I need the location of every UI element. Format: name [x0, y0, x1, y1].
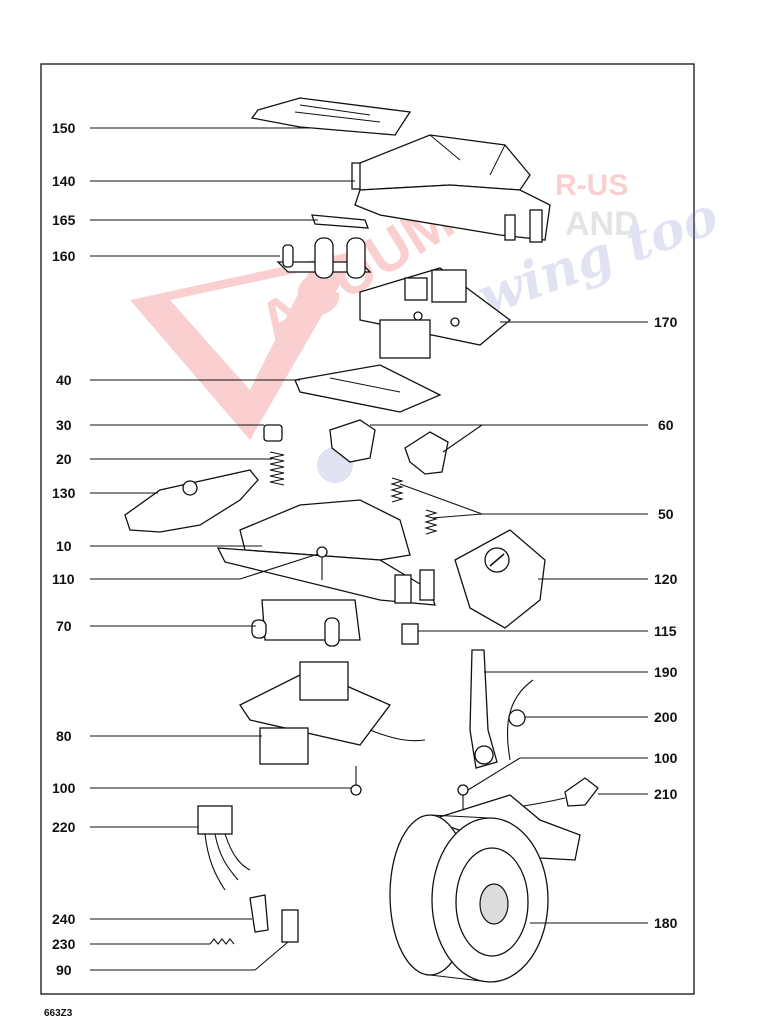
callout-165-label: 165	[52, 212, 76, 228]
part-190-lever	[469, 649, 498, 769]
document-number: 663Z3	[44, 1008, 73, 1019]
callout-190-label: 190	[654, 664, 678, 680]
callout-90: 90	[56, 941, 289, 978]
callout-30: 30	[56, 417, 264, 433]
callout-110: 110	[52, 553, 319, 587]
callout-210-label: 210	[654, 786, 678, 802]
part-200-grommet	[506, 679, 534, 761]
callout-220-label: 220	[52, 819, 76, 835]
callout-10: 10	[56, 538, 262, 554]
callout-170: 170	[500, 314, 678, 330]
callout-160-label: 160	[52, 248, 76, 264]
part-170-pcb	[359, 267, 512, 359]
part-20-spring	[269, 451, 285, 486]
callout-20: 20	[56, 451, 272, 467]
callout-240-label: 240	[52, 911, 76, 927]
callout-150-label: 150	[52, 120, 76, 136]
part-30-button	[263, 424, 283, 442]
callout-130: 130	[52, 485, 158, 501]
part-10-chassis	[216, 499, 436, 606]
part-240-bracket	[249, 894, 269, 933]
part-165-bar	[311, 214, 369, 229]
callout-120-label: 120	[654, 571, 678, 587]
diagram-frame	[40, 63, 695, 995]
part-110-screw	[316, 546, 328, 580]
callout-240: 240	[52, 911, 252, 927]
part-70-switch-bar	[251, 599, 361, 647]
callout-190: 190	[484, 664, 678, 680]
callout-140-label: 140	[52, 173, 76, 189]
callout-100-left: 100	[52, 780, 351, 796]
callout-100-right: 100	[467, 750, 678, 791]
callout-70: 70	[56, 618, 256, 634]
callout-20-label: 20	[56, 451, 72, 467]
part-50-springs	[390, 477, 438, 535]
callout-60-label: 60	[658, 417, 674, 433]
callout-160: 160	[52, 248, 280, 264]
part-230-spring	[209, 938, 235, 945]
callout-50-label: 50	[658, 506, 674, 522]
part-115-micro-switch	[401, 623, 419, 645]
callout-50: 50	[399, 483, 674, 522]
callout-100-left-label: 100	[52, 780, 76, 796]
callout-140: 140	[52, 173, 355, 189]
callout-230-label: 230	[52, 936, 76, 952]
part-80-pcb	[239, 661, 426, 765]
part-140-top-housing	[351, 134, 551, 243]
part-40-panel	[294, 364, 442, 413]
callout-150: 150	[52, 120, 315, 136]
callout-115: 115	[418, 623, 677, 639]
part-130-cover	[124, 469, 259, 533]
callout-200-label: 200	[654, 709, 678, 725]
callout-80: 80	[56, 728, 262, 744]
callout-10-label: 10	[56, 538, 72, 554]
watermark-rus: R-US	[555, 169, 628, 202]
callout-100-right-label: 100	[654, 750, 678, 766]
callout-210: 210	[598, 786, 678, 802]
part-100-screws	[350, 766, 469, 810]
callout-80-label: 80	[56, 728, 72, 744]
callout-115-label: 115	[654, 623, 677, 639]
callout-60: 60	[370, 417, 674, 453]
part-150-label-plate	[250, 97, 412, 136]
part-120-switch-cover	[454, 529, 546, 629]
callout-110-label: 110	[52, 571, 75, 587]
callout-200: 200	[525, 709, 678, 725]
callout-230: 230	[52, 936, 210, 952]
part-160-switch-block	[276, 237, 372, 279]
watermark-v-mark	[130, 250, 360, 440]
callout-90-label: 90	[56, 962, 72, 978]
callout-170-label: 170	[654, 314, 678, 330]
callout-40: 40	[56, 372, 300, 388]
callout-130-label: 130	[52, 485, 76, 501]
watermark-and: AND	[565, 205, 639, 243]
callout-40-label: 40	[56, 372, 72, 388]
part-90-switch	[281, 909, 299, 943]
callout-120: 120	[538, 571, 678, 587]
part-60-caps	[329, 419, 449, 475]
callout-70-label: 70	[56, 618, 72, 634]
callout-220: 220	[52, 819, 198, 835]
callout-165: 165	[52, 212, 318, 228]
callout-30-label: 30	[56, 417, 72, 433]
part-220-connector	[197, 805, 251, 891]
part-180-cord-reel	[389, 794, 581, 983]
callout-180-label: 180	[654, 915, 678, 931]
callout-180: 180	[530, 915, 678, 931]
